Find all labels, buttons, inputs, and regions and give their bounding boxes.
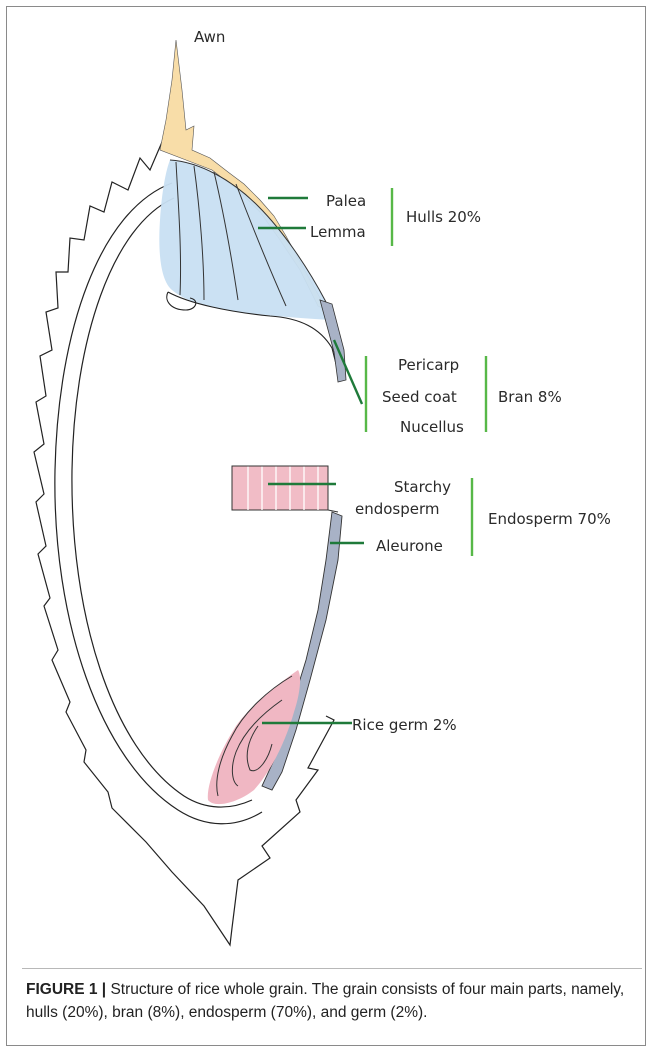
rice-grain-diagram: Awn Palea Lemma Hulls 20% Pericarp Seed … (0, 0, 655, 960)
caption-text: Structure of rice whole grain. The grain… (26, 981, 624, 1021)
label-awn: Awn (194, 28, 225, 46)
label-starchy-line2: endosperm (355, 500, 440, 518)
label-hulls: Hulls 20% (406, 208, 481, 226)
caption-label: FIGURE 1 | (26, 981, 106, 998)
caption-divider (22, 968, 642, 969)
label-rice-germ: Rice germ 2% (352, 716, 457, 734)
label-starchy-line1: Starchy (394, 478, 451, 496)
label-palea: Palea (326, 192, 366, 210)
bran-tip (320, 300, 346, 382)
label-seed-coat: Seed coat (382, 388, 457, 406)
label-endosperm: Endosperm 70% (488, 510, 611, 528)
figure-caption: FIGURE 1 | Structure of rice whole grain… (26, 978, 641, 1024)
starchy-endosperm (232, 466, 328, 510)
label-pericarp: Pericarp (398, 356, 459, 374)
label-bran: Bran 8% (498, 388, 562, 406)
starchy-cut (328, 510, 338, 512)
figure-caption-area: FIGURE 1 | Structure of rice whole grain… (8, 968, 646, 1048)
palea-lemma-region (159, 160, 330, 320)
label-lemma: Lemma (310, 223, 366, 241)
label-nucellus: Nucellus (400, 418, 464, 436)
label-aleurone: Aleurone (376, 537, 443, 555)
